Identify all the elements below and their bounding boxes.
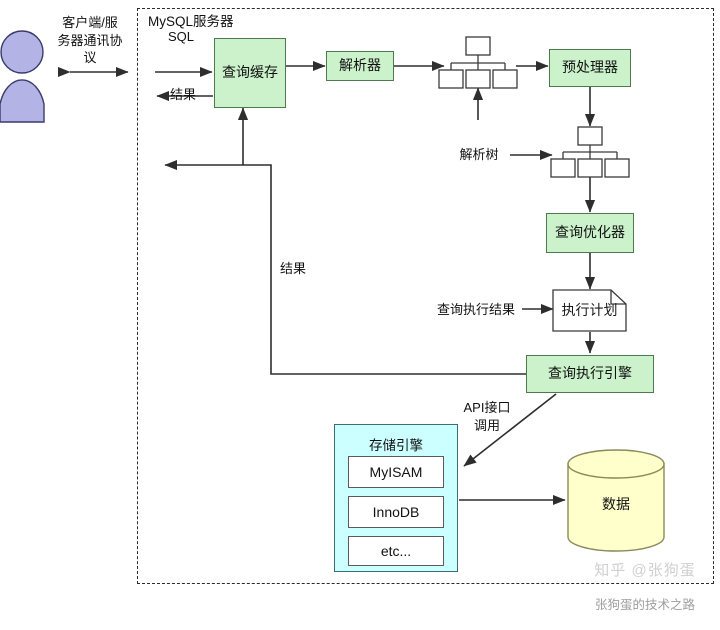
mysql-server-container (137, 8, 714, 584)
client-actor-shape (0, 30, 45, 123)
watermark: 知乎 @张狗蛋 张狗蛋的技术之路 (575, 545, 715, 630)
sql-label: SQL (167, 29, 194, 44)
database-cylinder (567, 449, 665, 552)
query-cache-label: 查询缓存 (222, 64, 278, 81)
parser-label: 解析器 (339, 57, 381, 74)
mysql-server-title: MySQL服务器 (148, 14, 234, 29)
parser-node[interactable]: 解析器 (326, 51, 394, 81)
database-label: 数据 (602, 496, 630, 512)
storage-engine-item-label: MyISAM (369, 464, 423, 480)
storage-engine-title: 存储引擎 (369, 438, 423, 453)
watermark-bottom: 张狗蛋的技术之路 (594, 598, 695, 612)
edge-api-call (463, 393, 557, 467)
diagram-canvas (0, 30, 665, 552)
watermark-top: 知乎 @张狗蛋 (594, 562, 696, 580)
exec-plan-node[interactable]: 执行计划 (553, 290, 626, 331)
parse-tree-graphic-1 (438, 36, 518, 89)
preprocessor-node[interactable]: 预处理器 (549, 49, 631, 87)
parse-tree-label: 解析树 (459, 147, 499, 162)
exec-plan-shape (552, 289, 627, 332)
preprocessor-label: 预处理器 (562, 59, 618, 76)
query-exec-result-label: 查询执行结果 (436, 302, 515, 317)
result-feedback-label: 结果 (280, 261, 307, 276)
query-optimizer-label: 查询优化器 (555, 224, 625, 241)
storage-engine-item-label: etc... (380, 543, 412, 559)
query-cache-node[interactable]: 查询缓存 (214, 38, 286, 108)
exec-plan-label: 执行计划 (561, 301, 618, 318)
edge-result-feedback (164, 159, 526, 375)
storage-engine-item-etc[interactable]: etc... (348, 536, 444, 566)
query-exec-engine-label: 查询执行引擎 (548, 365, 632, 382)
client-protocol-label: 客户端/服 务器通讯协 议 (57, 15, 123, 66)
storage-engine-item-innodb[interactable]: InnoDB (348, 496, 444, 528)
result-top-label: 结果 (169, 87, 196, 102)
storage-engine-item-label: InnoDB (372, 504, 420, 520)
api-call-label: API接口 调用 (463, 400, 511, 433)
query-optimizer-node[interactable]: 查询优化器 (546, 213, 634, 253)
query-exec-engine-node[interactable]: 查询执行引擎 (526, 355, 654, 393)
storage-engine-item-myisam[interactable]: MyISAM (348, 456, 444, 488)
parse-tree-graphic-2 (550, 126, 630, 178)
